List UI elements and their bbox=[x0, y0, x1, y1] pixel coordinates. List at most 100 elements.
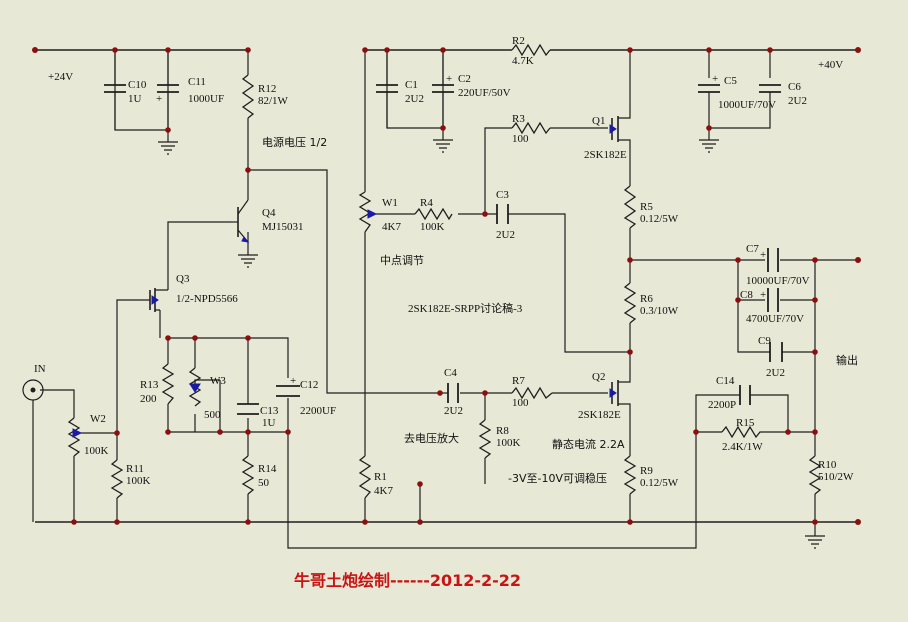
label-W2-name: W2 bbox=[90, 413, 106, 425]
label-C3-name: C3 bbox=[496, 189, 509, 201]
label-R6-name: R6 bbox=[640, 293, 653, 305]
label-R1-name: R1 bbox=[374, 471, 387, 483]
resistor-R9 bbox=[623, 455, 637, 495]
label-C13-value: 1U bbox=[262, 417, 276, 429]
resistor-W1 bbox=[358, 191, 372, 233]
ground-icon bbox=[433, 139, 453, 153]
label-R13-name: R13 bbox=[140, 379, 159, 391]
capacitor-C5: + bbox=[698, 73, 720, 93]
capacitor-C1 bbox=[376, 50, 398, 128]
transistor-Q3 bbox=[149, 288, 168, 312]
capacitor-C2: + bbox=[432, 50, 454, 128]
ground-icon bbox=[699, 139, 719, 153]
label-C12-name: C12 bbox=[300, 379, 318, 391]
resistor-R3 bbox=[511, 121, 551, 135]
resistor-R15 bbox=[721, 425, 765, 439]
label-R14-value: 50 bbox=[258, 477, 270, 489]
capacitor-C11: + bbox=[156, 50, 179, 130]
note-output: 输出 bbox=[836, 353, 858, 367]
label-W1-value: 4K7 bbox=[382, 221, 401, 233]
capacitor-C14 bbox=[739, 385, 751, 405]
ground-symbols bbox=[158, 139, 825, 549]
label-Q4-name: Q4 bbox=[262, 207, 276, 219]
note-quiescent-current: 静态电流 2.2A bbox=[552, 437, 625, 451]
resistor-R1 bbox=[358, 455, 372, 499]
note-midpoint-adjust: 中点调节 bbox=[380, 254, 424, 267]
label-W1-name: W1 bbox=[382, 197, 398, 209]
svg-text:+: + bbox=[760, 249, 766, 261]
resistor-R8 bbox=[478, 419, 492, 459]
label-R9-name: R9 bbox=[640, 465, 653, 477]
svg-text:+: + bbox=[712, 73, 718, 85]
label-R7-name: R7 bbox=[512, 375, 525, 387]
resistor-R11 bbox=[110, 459, 124, 499]
capacitor-C10 bbox=[104, 50, 126, 130]
label-C10-name: C10 bbox=[128, 79, 147, 91]
label-W3-value: 500 bbox=[204, 409, 221, 421]
transistor-Q2 bbox=[609, 372, 631, 414]
resistors bbox=[67, 43, 822, 499]
resistor-R14 bbox=[241, 455, 255, 495]
svg-text:+: + bbox=[760, 289, 766, 301]
author-footer: 牛哥土炮绘制------2012-2-22 bbox=[294, 571, 521, 590]
resistor-R4 bbox=[414, 207, 453, 221]
capacitor-C6 bbox=[759, 84, 781, 93]
svg-text:+: + bbox=[446, 73, 452, 85]
capacitor-C7: + bbox=[760, 248, 779, 272]
resistor-R7 bbox=[511, 386, 553, 400]
capacitor-C9 bbox=[769, 342, 783, 362]
label-R5-value: 0.12/5W bbox=[640, 213, 679, 225]
label-C8-value: 4700UF/70V bbox=[746, 313, 804, 325]
label-C4-name: C4 bbox=[444, 367, 457, 379]
resistor-R6 bbox=[623, 282, 637, 324]
label-C6-value: 2U2 bbox=[788, 95, 807, 107]
transistors bbox=[149, 108, 631, 414]
label-C1-name: C1 bbox=[405, 79, 418, 91]
resistor-R10 bbox=[808, 455, 822, 495]
label-R15-name: R15 bbox=[736, 417, 755, 429]
label-C3-value: 2U2 bbox=[496, 229, 515, 241]
label-C5-name: C5 bbox=[724, 75, 737, 87]
capacitor-C8: + bbox=[760, 288, 779, 312]
label-R1-value: 4K7 bbox=[374, 485, 393, 497]
capacitors: + + + + + + bbox=[104, 50, 783, 415]
label-C14-name: C14 bbox=[716, 375, 735, 387]
label-R10-name: R10 bbox=[818, 459, 837, 471]
label-R12-value: 82/1W bbox=[258, 95, 289, 107]
label-C9-value: 2U2 bbox=[766, 367, 785, 379]
label-Q4-value: MJ15031 bbox=[262, 221, 304, 233]
label-R15-value: 2.4K/1W bbox=[722, 441, 763, 453]
label-C13-name: C13 bbox=[260, 405, 279, 417]
note-adjustable-range: -3V至-10V可调稳压 bbox=[508, 471, 607, 485]
schematic-title: 2SK182E-SRPP讨论稿-3 bbox=[408, 301, 523, 315]
note-supply-half: 电源电压 1/2 bbox=[262, 135, 327, 149]
label-R11-value: 100K bbox=[126, 475, 151, 487]
input-label: IN bbox=[34, 363, 46, 375]
capacitor-C12: + bbox=[276, 375, 300, 397]
wires bbox=[35, 49, 860, 549]
label-C2-name: C2 bbox=[458, 73, 471, 85]
label-C14-value: 2200P bbox=[708, 399, 736, 411]
label-R7-value: 100 bbox=[512, 397, 529, 409]
svg-text:+: + bbox=[156, 93, 162, 105]
label-Q2-value: 2SK182E bbox=[578, 409, 621, 421]
label-R8-value: 100K bbox=[496, 437, 521, 449]
ground-icon bbox=[805, 535, 825, 549]
label-C6-name: C6 bbox=[788, 81, 801, 93]
resistor-R5 bbox=[623, 185, 637, 229]
wiper-W1 bbox=[367, 209, 378, 219]
label-C7-value: 10000UF/70V bbox=[746, 275, 810, 287]
capacitor-C3 bbox=[496, 204, 509, 224]
label-C8-name: C8 bbox=[740, 289, 753, 301]
label-R12-name: R12 bbox=[258, 83, 276, 95]
label-C1-value: 2U2 bbox=[405, 93, 424, 105]
label-C5-value: 1000UF/70V bbox=[718, 99, 776, 111]
ground-icon bbox=[238, 254, 258, 268]
rail-label-right: +40V bbox=[818, 59, 843, 71]
label-C12-value: 2200UF bbox=[300, 405, 336, 417]
resistor-R12 bbox=[241, 74, 255, 119]
transistor-Q1 bbox=[609, 108, 631, 150]
label-R4-name: R4 bbox=[420, 197, 433, 209]
label-R9-value: 0.12/5W bbox=[640, 477, 679, 489]
transistor-Q4 bbox=[231, 199, 250, 243]
